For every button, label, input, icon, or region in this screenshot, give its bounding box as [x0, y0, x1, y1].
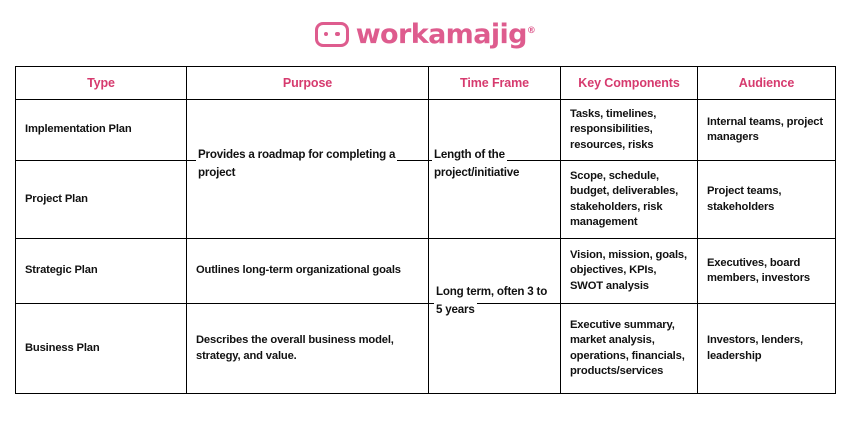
cell-type-business-plan: Business Plan	[15, 303, 187, 394]
plan-comparison-table: Type Purpose Time Frame Key Components A…	[15, 66, 836, 394]
cell-type-project-plan: Project Plan	[15, 160, 187, 239]
brand-logo: workamajig®	[0, 16, 850, 52]
cell-audience-implementation-plan: Internal teams, project managers	[697, 99, 836, 161]
cell-purpose-strategic-plan: Outlines long-term organizational goals	[186, 238, 429, 304]
table-body: Implementation Plan Tasks, timelines, re…	[15, 99, 836, 394]
cell-purpose-implementation-plan	[186, 99, 429, 161]
table-row: Project Plan Scope, schedule, budget, de…	[15, 160, 836, 239]
table-row: Implementation Plan Tasks, timelines, re…	[15, 99, 836, 161]
cell-purpose-project-plan	[186, 160, 429, 239]
column-header-audience: Audience	[697, 66, 836, 100]
cell-audience-business-plan: Investors, lenders, leadership	[697, 303, 836, 394]
cell-audience-strategic-plan: Executives, board members, investors	[697, 238, 836, 304]
column-header-time-frame: Time Frame	[428, 66, 561, 100]
table-header: Type Purpose Time Frame Key Components A…	[15, 66, 836, 100]
column-header-purpose: Purpose	[186, 66, 429, 100]
cell-key-components-implementation-plan: Tasks, timelines, responsibilities, reso…	[560, 99, 698, 161]
table-row: Business Plan Describes the overall busi…	[15, 303, 836, 394]
table-header-row: Type Purpose Time Frame Key Components A…	[15, 66, 836, 100]
logo-wordmark-text: workamajig	[355, 18, 528, 50]
cell-key-components-project-plan: Scope, schedule, budget, deliverables, s…	[560, 160, 698, 239]
column-header-type: Type	[15, 66, 187, 100]
logo-wordmark: workamajig®	[356, 21, 536, 48]
cell-time-frame-strategic-plan	[428, 238, 561, 304]
cell-type-strategic-plan: Strategic Plan	[15, 238, 187, 304]
plan-comparison-table-wrapper: Type Purpose Time Frame Key Components A…	[15, 66, 836, 394]
cell-key-components-strategic-plan: Vision, mission, goals, objectives, KPIs…	[560, 238, 698, 304]
cell-time-frame-project-plan	[428, 160, 561, 239]
table-row: Strategic Plan Outlines long-term organi…	[15, 238, 836, 304]
logo-dot-left	[323, 31, 329, 37]
cell-time-frame-business-plan	[428, 303, 561, 394]
cell-time-frame-implementation-plan	[428, 99, 561, 161]
cell-key-components-business-plan: Executive summary, market analysis, oper…	[560, 303, 698, 394]
cell-purpose-business-plan: Describes the overall business model, st…	[186, 303, 429, 394]
logo-trademark: ®	[526, 25, 536, 36]
cell-type-implementation-plan: Implementation Plan	[15, 99, 187, 161]
workamajig-mark-icon	[314, 21, 349, 47]
column-header-key-components: Key Components	[560, 66, 698, 100]
cell-audience-project-plan: Project teams, stakeholders	[697, 160, 836, 239]
logo-dot-right	[335, 31, 340, 37]
